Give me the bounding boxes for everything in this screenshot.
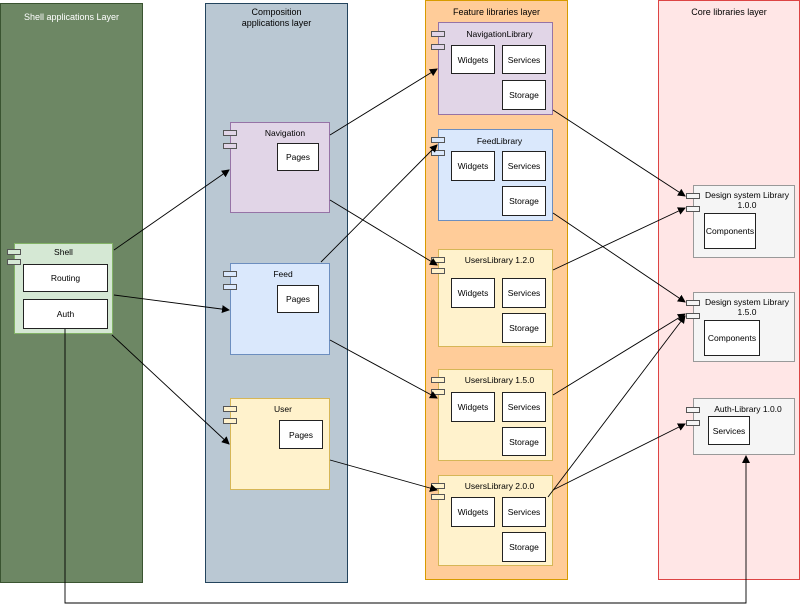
navigation-port-icon: [223, 143, 237, 149]
users-library-150-port-icon: [431, 389, 445, 395]
auth-box[interactable]: Auth: [23, 299, 108, 329]
users-library-150-title: UsersLibrary 1.5.0: [464, 375, 535, 385]
feed-title: Feed: [273, 269, 293, 279]
navigation-library-component[interactable]: NavigationLibrary Widgets Services Stora…: [438, 22, 553, 115]
services-box[interactable]: Services: [502, 392, 546, 422]
feed-library-component[interactable]: FeedLibrary Widgets Services Storage: [438, 129, 553, 221]
navigation-title: Navigation: [264, 128, 306, 138]
feed-port-icon: [223, 284, 237, 290]
users-library-150-port-icon: [431, 377, 445, 383]
users-library-120-component[interactable]: UsersLibrary 1.2.0 Widgets Services Stor…: [438, 249, 553, 347]
storage-box[interactable]: Storage: [502, 427, 546, 456]
users-library-150-component[interactable]: UsersLibrary 1.5.0 Widgets Services Stor…: [438, 369, 553, 461]
navigation-library-title: NavigationLibrary: [466, 29, 533, 39]
user-port-icon: [223, 406, 237, 412]
storage-box[interactable]: Storage: [502, 313, 546, 343]
widgets-box[interactable]: Widgets: [451, 392, 495, 422]
auth-library-component[interactable]: Auth-Library 1.0.0 Services: [693, 398, 795, 455]
navigation-library-port-icon: [431, 31, 445, 37]
widgets-box[interactable]: Widgets: [451, 45, 495, 74]
design-system-150-port-icon: [686, 313, 700, 319]
navigation-component[interactable]: Navigation Pages: [230, 122, 330, 213]
user-title: User: [274, 404, 292, 414]
composition-lane-title: Composition applications layer: [241, 7, 312, 28]
widgets-box[interactable]: Widgets: [451, 151, 495, 181]
feed-port-icon: [223, 271, 237, 277]
user-port-icon: [223, 418, 237, 424]
routing-box[interactable]: Routing: [23, 264, 108, 292]
services-box[interactable]: Services: [502, 497, 546, 527]
arrow-auth-to-auth-library: [64, 329, 750, 604]
design-system-150-port-icon: [686, 300, 700, 306]
user-component[interactable]: User Pages: [230, 398, 330, 490]
users-library-120-port-icon: [431, 268, 445, 274]
components-box[interactable]: Components: [704, 213, 756, 249]
users-library-120-port-icon: [431, 257, 445, 263]
shell-title: Shell: [54, 247, 73, 257]
users-library-200-port-icon: [431, 494, 445, 500]
components-box[interactable]: Components: [704, 320, 760, 356]
shell-port-icon: [7, 259, 21, 265]
users-library-200-port-icon: [431, 483, 445, 489]
design-system-150-title: Design system Library 1.5.0: [704, 297, 790, 317]
core-lane-title: Core libraries layer: [691, 7, 767, 17]
auth-library-title: Auth-Library 1.0.0: [714, 404, 782, 414]
widgets-box[interactable]: Widgets: [451, 278, 495, 308]
users-library-200-title: UsersLibrary 2.0.0: [464, 481, 535, 491]
users-library-200-component[interactable]: UsersLibrary 2.0.0 Widgets Services Stor…: [438, 475, 553, 566]
core-libraries-lane: Core libraries layer: [658, 0, 800, 580]
services-box[interactable]: Services: [502, 45, 546, 74]
feed-component[interactable]: Feed Pages: [230, 263, 330, 355]
navigation-pages-box[interactable]: Pages: [277, 143, 319, 171]
auth-library-port-icon: [686, 407, 700, 413]
storage-box[interactable]: Storage: [502, 186, 546, 216]
services-box[interactable]: Services: [502, 151, 546, 181]
services-box[interactable]: Services: [502, 278, 546, 308]
feed-library-title: FeedLibrary: [476, 136, 523, 146]
feed-library-port-icon: [431, 137, 445, 143]
storage-box[interactable]: Storage: [502, 532, 546, 562]
feed-library-port-icon: [431, 150, 445, 156]
storage-box[interactable]: Storage: [502, 80, 546, 110]
shell-component[interactable]: Shell Routing Auth: [14, 243, 113, 334]
design-system-100-title: Design system Library 1.0.0: [704, 190, 790, 210]
design-system-100-component[interactable]: Design system Library 1.0.0 Components: [693, 185, 795, 258]
feed-pages-box[interactable]: Pages: [277, 285, 319, 313]
shell-port-icon: [7, 249, 21, 255]
user-pages-box[interactable]: Pages: [279, 420, 323, 449]
auth-library-port-icon: [686, 420, 700, 426]
widgets-box[interactable]: Widgets: [451, 497, 495, 527]
feature-lane-title: Feature libraries layer: [452, 7, 541, 17]
navigation-library-port-icon: [431, 44, 445, 50]
design-system-100-port-icon: [686, 193, 700, 199]
users-library-120-title: UsersLibrary 1.2.0: [464, 255, 535, 265]
design-system-150-component[interactable]: Design system Library 1.5.0 Components: [693, 292, 795, 362]
shell-lane-title: Shell applications Layer: [23, 12, 120, 22]
services-box[interactable]: Services: [708, 416, 750, 445]
navigation-port-icon: [223, 130, 237, 136]
design-system-100-port-icon: [686, 206, 700, 212]
